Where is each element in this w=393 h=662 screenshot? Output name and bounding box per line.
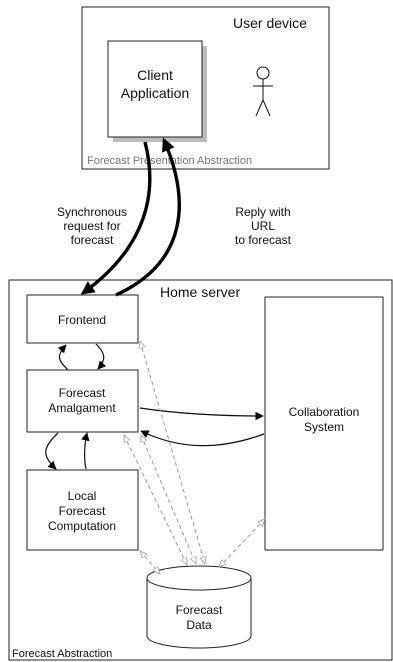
local-forecast-line2: Forecast [59,504,106,518]
amalgament-to-collaboration-arrow [139,407,264,421]
home-server-title: Home server [160,284,240,300]
local-forecast-line3: Computation [48,519,116,533]
collaboration-to-amalgament-arrow [140,430,265,447]
client-application-line2: Application [121,85,190,101]
request-label: Synchronous request for forecast [57,205,127,247]
request-label-line3: forecast [71,233,114,247]
collaboration-data-link [219,519,265,567]
home-server-frame [8,279,393,661]
forecast-data-line1: Forecast [176,603,223,617]
frontend-box [26,294,139,344]
request-label-line1: Synchronous [57,205,127,219]
amalgament-to-local-arrow [45,432,59,470]
local-forecast-computation-box [26,469,139,551]
reply-label-line3: to forecast [235,233,292,247]
amalgament-data-link-1 [141,435,196,564]
request-arrow [80,141,152,295]
reply-label: Reply with URL to forecast [235,205,292,247]
user-figure-icon [253,66,273,117]
local-data-link [140,551,160,574]
forecast-abstraction-label: Forecast Abstraction [12,648,112,660]
reply-arrow [115,137,181,297]
frontend-label: Frontend [58,313,106,327]
presentation-abstraction-label: Forecast Presentation Abstraction [87,155,252,167]
forecast-amalgament-line2: Amalgament [48,401,116,415]
collaboration-system-line2: System [304,420,344,434]
amalgament-to-frontend-arrow [57,344,69,371]
frontend-to-amalgament-arrow [95,343,107,370]
collaboration-system-line1: Collaboration [289,405,360,419]
user-device-title: User device [233,15,307,31]
client-application-line1: Client [137,67,173,83]
collaboration-system-box [264,296,384,551]
forecast-amalgament-box [26,369,139,433]
frontend-data-link [140,341,205,564]
amalgament-data-link-2 [123,435,188,565]
local-forecast-line1: Local [68,489,97,503]
forecast-amalgament-line1: Forecast [59,386,106,400]
forecast-data-line2: Data [186,618,212,632]
client-application-box [107,40,203,138]
user-device-frame [81,6,330,170]
local-to-amalgament-arrow [81,432,90,470]
forecast-data-cylinder [146,565,252,649]
reply-label-line1: Reply with [235,205,290,219]
request-label-line2: request for [63,219,120,233]
reply-label-line2: URL [251,219,275,233]
